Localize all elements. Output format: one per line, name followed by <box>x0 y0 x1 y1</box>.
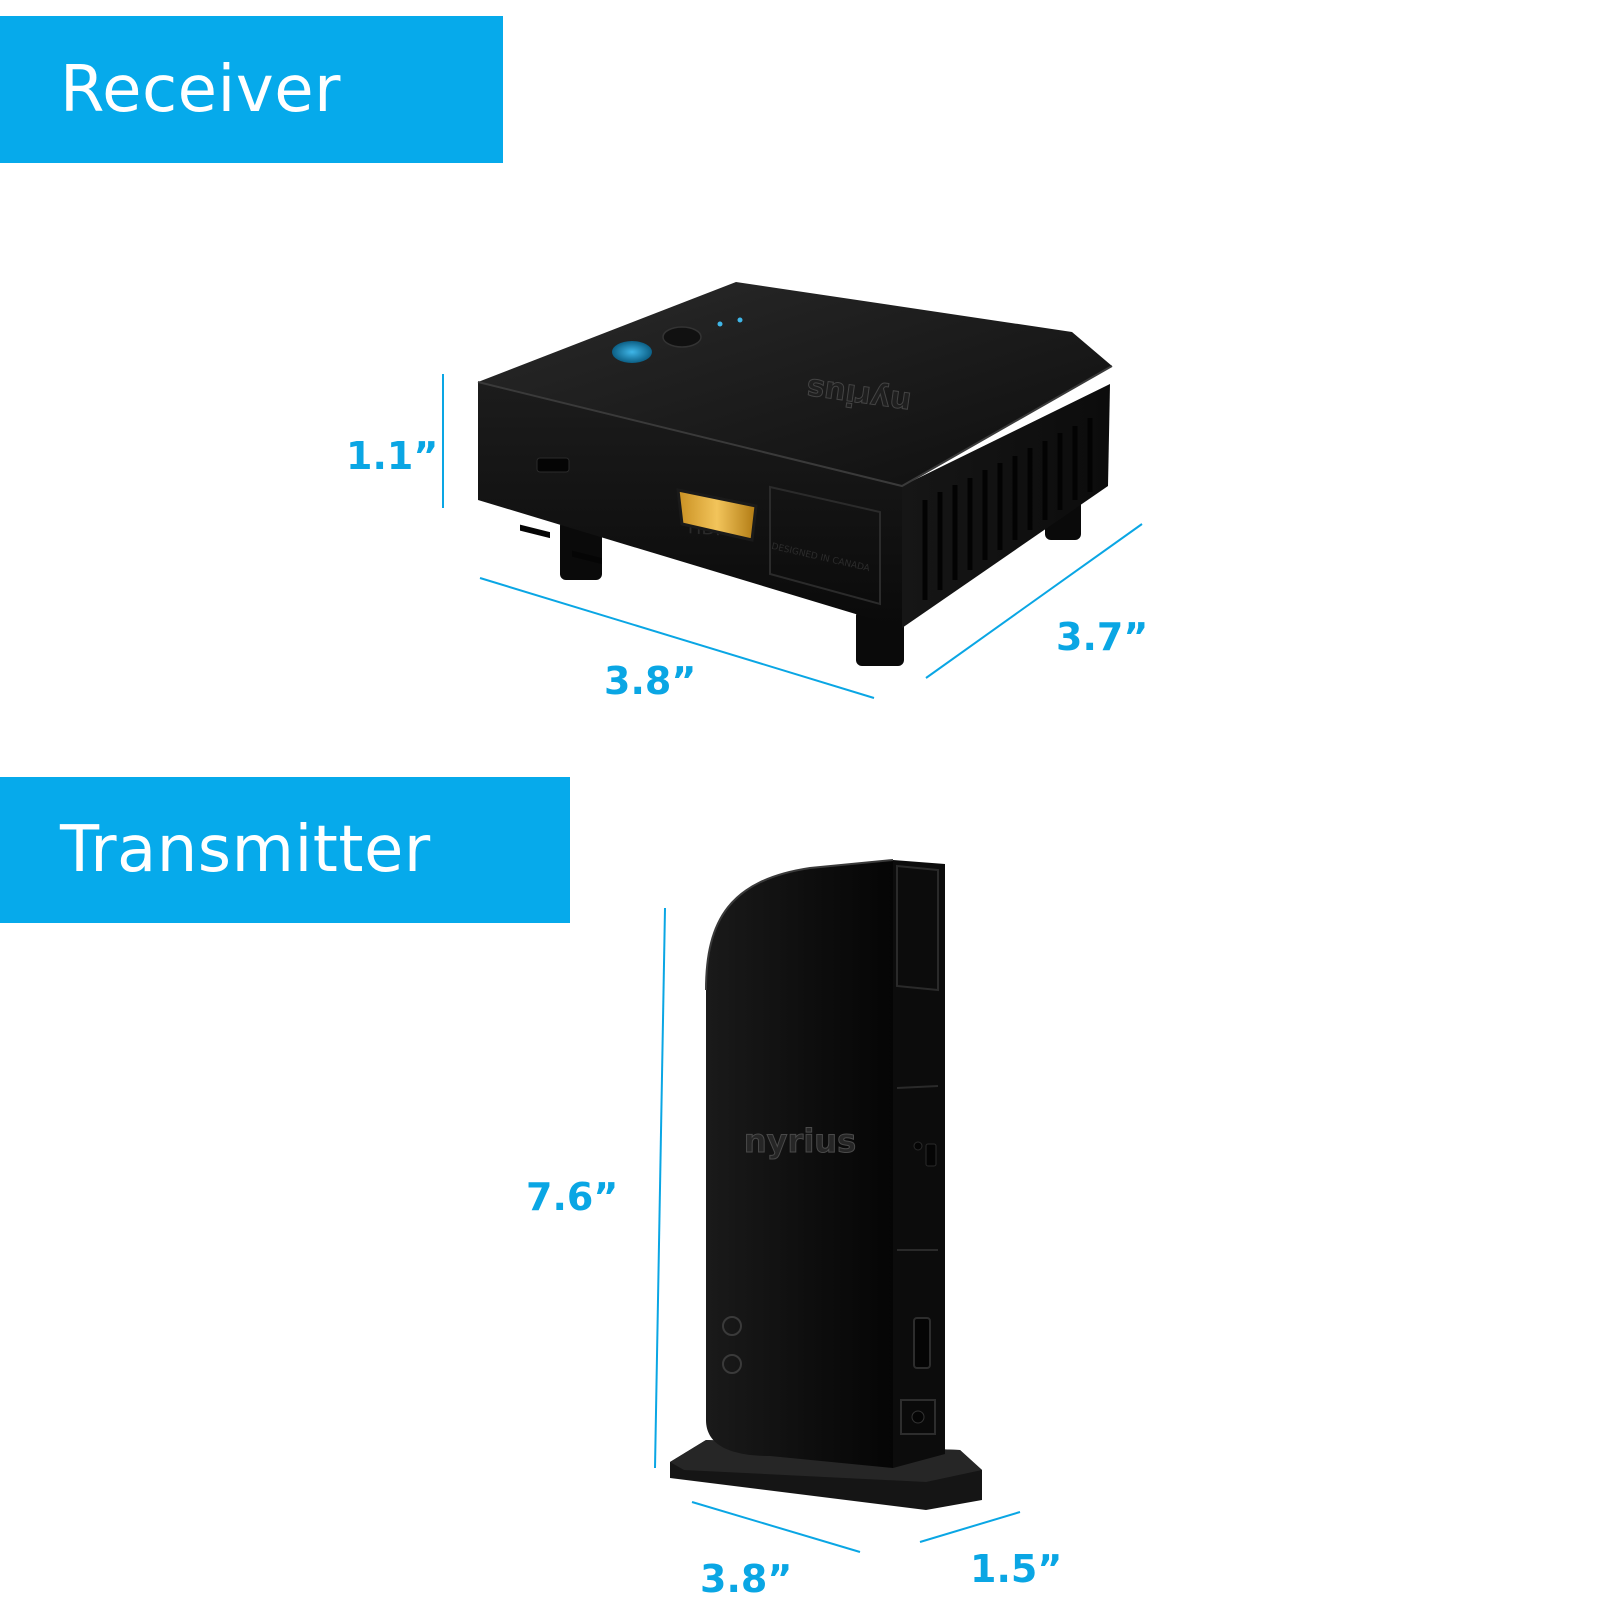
transmitter-ir-port-icon <box>913 1141 923 1151</box>
transmitter-banner: Transmitter <box>0 777 570 923</box>
transmitter-width-label: 3.8” <box>700 1557 793 1601</box>
power-button-icon <box>612 341 652 363</box>
transmitter-usb-port-icon <box>925 1143 937 1167</box>
transmitter-logo: nyrius <box>744 1122 856 1160</box>
transmitter-front-face <box>706 860 893 1468</box>
receiver-foot <box>560 520 602 580</box>
status-led-icon <box>737 317 743 323</box>
transmitter-depth-label: 1.5” <box>970 1547 1063 1591</box>
receiver-depth-label: 3.7” <box>1056 615 1149 659</box>
transmitter-height-line <box>654 907 666 1469</box>
transmitter-power-icon <box>722 1316 742 1336</box>
usb-port-icon <box>536 457 570 473</box>
transmitter-height-label: 7.6” <box>526 1175 619 1219</box>
transmitter-title: Transmitter <box>60 813 431 887</box>
receiver-banner: Receiver <box>0 16 503 163</box>
receiver-top-face <box>478 282 1112 486</box>
transmitter-device: nyrius <box>670 859 982 1510</box>
status-led-icon <box>717 321 723 327</box>
pair-button-icon <box>662 326 702 348</box>
receiver-width-label: 3.8” <box>604 659 697 703</box>
receiver-device: nyrius HDMI DESIGNED IN CANADA <box>477 282 1113 666</box>
receiver-vents-front <box>520 524 602 565</box>
receiver-width-line <box>479 577 875 699</box>
transmitter-hdmi-port-icon <box>913 1317 931 1369</box>
transmitter-depth-line <box>919 1511 1021 1543</box>
receiver-title: Receiver <box>60 52 341 127</box>
receiver-height-label: 1.1” <box>346 434 439 478</box>
hdmi-port-icon <box>676 488 758 542</box>
receiver-depth-line <box>925 523 1143 679</box>
transmitter-side-panel <box>893 860 945 1468</box>
transmitter-width-line <box>691 1501 861 1553</box>
transmitter-pair-icon <box>722 1354 742 1374</box>
receiver-vents-side <box>922 418 1093 600</box>
